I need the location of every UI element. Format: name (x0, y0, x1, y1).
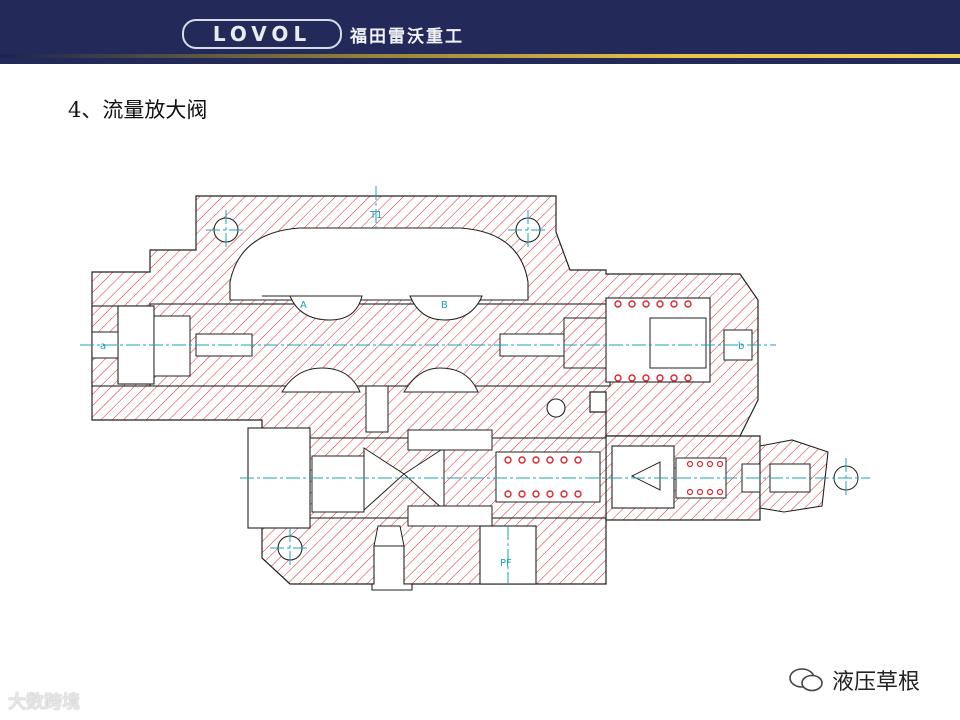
header-stripe (0, 54, 960, 58)
lovol-logo: LOVOL (182, 19, 342, 49)
relief-spring (686, 460, 724, 496)
watermark-left-text: 大数跨境 (8, 692, 80, 713)
slide-title: 4、流量放大阀 (68, 98, 208, 122)
header-banner: LOVOL 福田雷沃重工 (0, 0, 960, 64)
chamber-b-lower (403, 367, 479, 393)
middle-gallery (365, 385, 389, 433)
spool-left-bore (153, 315, 191, 377)
relief-poppet (630, 461, 661, 491)
watermark-left: 大数跨境 (8, 688, 80, 714)
port-label-a: A (300, 300, 307, 311)
lower-right-spring-chamber (495, 451, 601, 503)
upper-spring (614, 300, 692, 382)
spring-guide (649, 317, 707, 369)
chamber-a-lower (281, 367, 361, 393)
lower-throttle-cone (363, 447, 405, 512)
upper-cavity (229, 227, 529, 301)
centerlines (80, 186, 870, 584)
watermark-right-text: 液压草根 (832, 670, 921, 695)
lower-center-gallery-2 (407, 505, 493, 527)
logo-text: LOVOL (212, 22, 312, 46)
wechat-icon (789, 668, 823, 692)
lower-throttle-cone-2 (403, 447, 445, 512)
company-name: 福田雷沃重工 (350, 27, 464, 47)
bottom-plug-neck (373, 525, 405, 547)
lower-center-gallery (407, 429, 493, 451)
chamber-b (409, 295, 483, 321)
lower-spring (504, 456, 582, 498)
port-label-a-left: a (100, 341, 106, 352)
port-label-t1: T1 (369, 210, 382, 221)
port-label-b-right: b (738, 341, 744, 352)
watermark-right: 液压草根 (788, 664, 920, 696)
chamber-a (262, 295, 363, 321)
port-label-pf: PF (500, 558, 512, 569)
bottom-plug (371, 545, 413, 591)
spring-retainer (563, 317, 607, 369)
port-label-b-upper: B (441, 300, 448, 311)
lower-left-piston (311, 455, 365, 513)
